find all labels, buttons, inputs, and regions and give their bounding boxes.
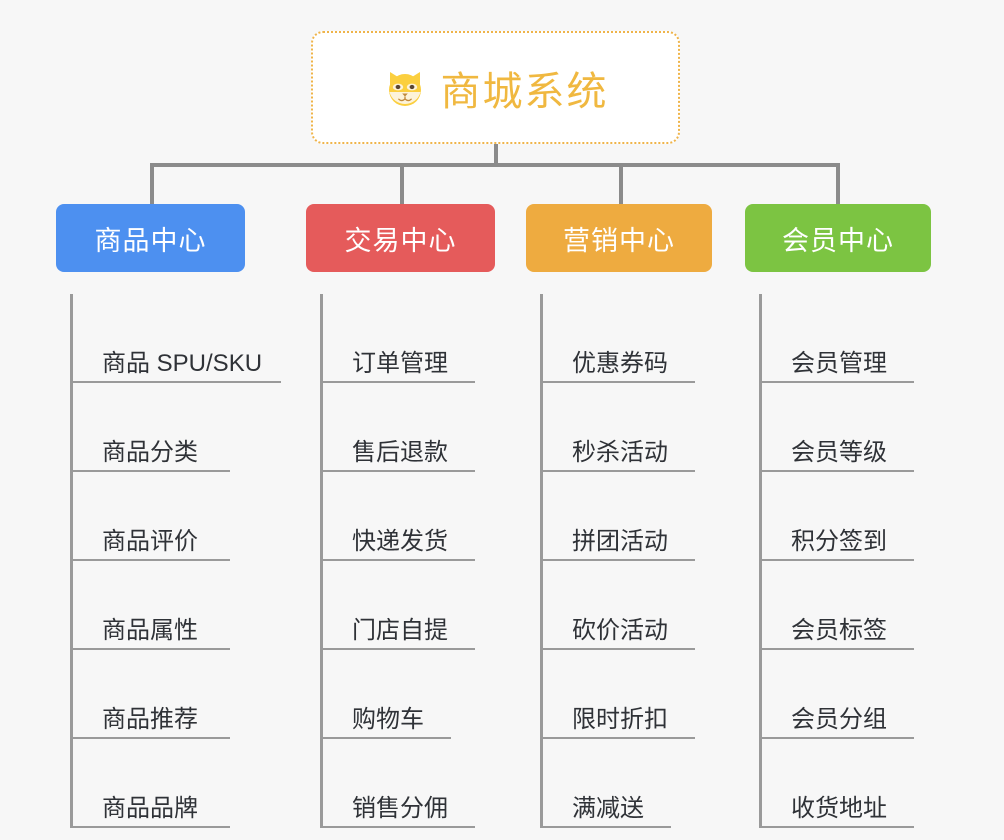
leaf-label: 商品分类 xyxy=(102,438,198,466)
leaf-item[interactable]: 快递发货 xyxy=(320,472,475,561)
leaf-label: 商品 SPU/SKU xyxy=(102,349,263,377)
branch-header-0[interactable]: 商品中心 xyxy=(56,204,245,272)
branch-header-label-0: 商品中心 xyxy=(94,225,207,256)
branch-header-label-1: 交易中心 xyxy=(344,225,457,256)
leaf-label: 商品推荐 xyxy=(102,705,198,733)
connector-horizontal-bus xyxy=(150,163,840,167)
leaf-item[interactable]: 收货地址 xyxy=(759,739,914,828)
leaf-item[interactable]: 购物车 xyxy=(320,650,451,739)
leaf-label: 优惠券码 xyxy=(572,349,668,377)
leaf-label: 砍价活动 xyxy=(572,616,668,644)
leaf-label: 门店自提 xyxy=(352,616,448,644)
leaf-label: 积分签到 xyxy=(791,527,887,555)
leaf-item[interactable]: 商品属性 xyxy=(70,561,230,650)
branch-member-center: 会员中心 会员管理 会员等级 积分签到 会员标签 会员分组 收货地址 xyxy=(745,204,931,828)
branch-spine-3 xyxy=(759,294,762,828)
branch-header-3[interactable]: 会员中心 xyxy=(745,204,931,272)
leaf-label: 会员等级 xyxy=(791,438,887,466)
branch-body-2: 优惠券码 秒杀活动 拼团活动 砍价活动 限时折扣 满减送 xyxy=(526,294,712,828)
branch-header-label-3: 会员中心 xyxy=(782,225,894,256)
leaf-item[interactable]: 销售分佣 xyxy=(320,739,475,828)
connector-drop-branch-1 xyxy=(400,163,404,206)
leaf-label: 收货地址 xyxy=(791,794,887,822)
branch-body-1: 订单管理 售后退款 快递发货 门店自提 购物车 销售分佣 xyxy=(306,294,495,828)
leaf-item[interactable]: 会员等级 xyxy=(759,383,914,472)
leaf-label: 销售分佣 xyxy=(352,794,448,822)
connector-root-stem xyxy=(494,144,498,166)
branch-spine-0 xyxy=(70,294,73,828)
leaf-item[interactable]: 会员分组 xyxy=(759,650,914,739)
leaf-label: 快递发货 xyxy=(352,527,448,555)
leaf-item[interactable]: 拼团活动 xyxy=(540,472,695,561)
branch-spine-1 xyxy=(320,294,323,828)
leaf-item[interactable]: 会员管理 xyxy=(759,294,914,383)
leaf-label: 售后退款 xyxy=(352,438,448,466)
leaf-label: 商品品牌 xyxy=(102,794,198,822)
leaf-label: 商品属性 xyxy=(102,616,198,644)
root-node-mall-system[interactable]: 商城系统 xyxy=(311,31,680,144)
leaf-item[interactable]: 优惠券码 xyxy=(540,294,695,383)
connector-drop-branch-2 xyxy=(619,163,623,206)
leaf-label: 会员分组 xyxy=(791,705,887,733)
leaf-item[interactable]: 商品 SPU/SKU xyxy=(70,294,281,383)
branch-product-center: 商品中心 商品 SPU/SKU 商品分类 商品评价 商品属性 商品推荐 商品品牌 xyxy=(56,204,281,828)
leaf-label: 秒杀活动 xyxy=(572,438,668,466)
branch-header-2[interactable]: 营销中心 xyxy=(526,204,712,272)
branch-body-0: 商品 SPU/SKU 商品分类 商品评价 商品属性 商品推荐 商品品牌 xyxy=(56,294,281,828)
branch-header-1[interactable]: 交易中心 xyxy=(306,204,495,272)
branch-trade-center: 交易中心 订单管理 售后退款 快递发货 门店自提 购物车 销售分佣 xyxy=(306,204,495,828)
leaf-item[interactable]: 限时折扣 xyxy=(540,650,695,739)
leaf-item[interactable]: 会员标签 xyxy=(759,561,914,650)
leaf-label: 商品评价 xyxy=(102,527,198,555)
leaf-label: 会员标签 xyxy=(791,616,887,644)
leaf-label: 订单管理 xyxy=(352,349,448,377)
shiba-dog-icon xyxy=(383,66,427,110)
leaf-label: 满减送 xyxy=(572,794,644,822)
leaf-label: 拼团活动 xyxy=(572,527,668,555)
leaf-label: 限时折扣 xyxy=(572,705,668,733)
leaf-item[interactable]: 商品品牌 xyxy=(70,739,230,828)
branch-spine-2 xyxy=(540,294,543,828)
leaf-item[interactable]: 秒杀活动 xyxy=(540,383,695,472)
leaf-item[interactable]: 订单管理 xyxy=(320,294,475,383)
connector-drop-branch-3 xyxy=(836,163,840,206)
leaf-item[interactable]: 售后退款 xyxy=(320,383,475,472)
branch-header-label-2: 营销中心 xyxy=(563,225,675,256)
leaf-item[interactable]: 商品评价 xyxy=(70,472,230,561)
leaf-label: 购物车 xyxy=(352,705,424,733)
leaf-item[interactable]: 商品推荐 xyxy=(70,650,230,739)
leaf-item[interactable]: 满减送 xyxy=(540,739,671,828)
connector-drop-branch-0 xyxy=(150,163,154,206)
branch-body-3: 会员管理 会员等级 积分签到 会员标签 会员分组 收货地址 xyxy=(745,294,931,828)
leaf-item[interactable]: 砍价活动 xyxy=(540,561,695,650)
leaf-item[interactable]: 门店自提 xyxy=(320,561,475,650)
leaf-item[interactable]: 商品分类 xyxy=(70,383,230,472)
branch-marketing-center: 营销中心 优惠券码 秒杀活动 拼团活动 砍价活动 限时折扣 满减送 xyxy=(526,204,712,828)
root-title: 商城系统 xyxy=(440,69,609,114)
leaf-item[interactable]: 积分签到 xyxy=(759,472,914,561)
leaf-label: 会员管理 xyxy=(791,349,887,377)
